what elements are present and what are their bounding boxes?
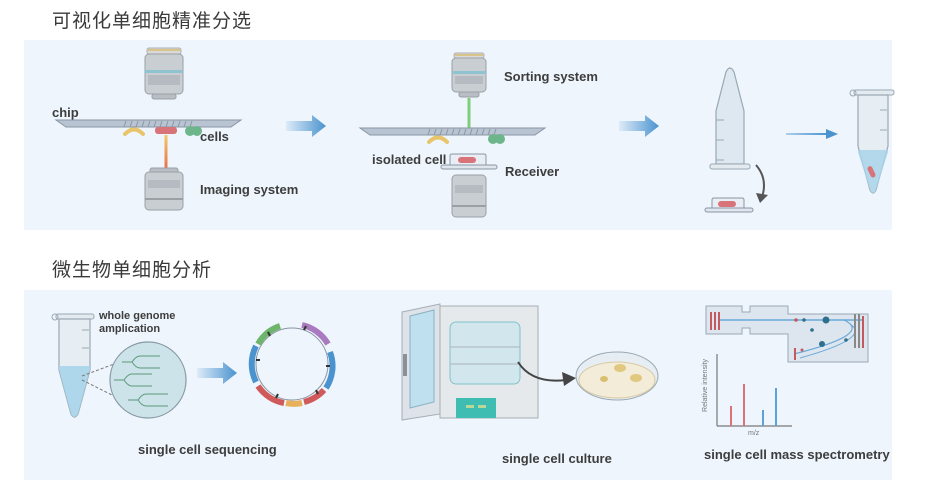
petri-dish-icon (575, 351, 659, 401)
cell-green-icon (185, 126, 202, 136)
plasmid-map-icon (248, 322, 336, 407)
incubator-icon (401, 303, 539, 421)
objective-lens-bottom-icon (144, 167, 184, 211)
receiver-objective-icon (451, 174, 487, 218)
imaging-beam (164, 135, 168, 169)
mz-label: m/z (748, 430, 760, 437)
flow-arrow-icon (286, 115, 326, 137)
transfer-curved-arrow-icon (517, 361, 576, 386)
receiver-icon (440, 153, 498, 170)
conical-tube-icon (709, 67, 751, 170)
imaging-system-label: Imaging system (200, 182, 299, 197)
flow-arrow-icon (619, 115, 659, 137)
amplication-label: amplication (99, 323, 161, 335)
cell-green-icon (488, 134, 505, 144)
isolated-cell-label: isolated cell (372, 152, 447, 167)
eppendorf-tube-icon (51, 313, 95, 418)
receiver-icon (704, 197, 754, 213)
section-title-sorting: 可视化单细胞精准分选 (52, 10, 253, 32)
dna-amplification-circle-icon (109, 341, 187, 419)
objective-lens-top-icon (144, 47, 184, 100)
cell-yellow-icon (123, 127, 145, 136)
sorting-laser-beam (467, 98, 471, 130)
caption-mass-spec: single cell mass spectrometry (704, 447, 890, 462)
spectrum-peak (743, 384, 745, 426)
whole-genome-label: whole genome (99, 310, 176, 322)
panel-single-cell-sorting: chip cells Imaging system (24, 40, 895, 230)
chip-icon (54, 119, 243, 128)
sorting-system-label: Sorting system (504, 69, 598, 84)
cell-red-icon (155, 127, 177, 134)
eppendorf-tube-icon (849, 89, 895, 194)
mass-spectrometer-icon (705, 305, 869, 363)
transfer-arrow-icon (786, 129, 838, 139)
relative-intensity-label: Relative intensity (701, 359, 709, 412)
spectrum-peak (762, 410, 764, 426)
spectrum-peak (730, 406, 732, 426)
cell-yellow-icon (427, 135, 449, 144)
caption-sequencing: single cell sequencing (138, 442, 277, 457)
sorting-objective-icon (451, 52, 487, 98)
panel-microbial-analysis: whole genome amplication single c (24, 290, 892, 480)
section-title-microbial: 微生物单细胞分析 (52, 259, 213, 281)
receiver-label: Receiver (505, 164, 560, 179)
flow-arrow-icon (197, 362, 237, 384)
caption-culture: single cell culture (502, 451, 612, 466)
chip-icon-sorting (358, 127, 547, 136)
curved-arrow-icon (755, 164, 768, 203)
cells-label: cells (200, 129, 229, 144)
chip-label: chip (52, 105, 79, 120)
spectrum-peak (775, 388, 777, 426)
mass-spectrum-chart (716, 354, 792, 427)
